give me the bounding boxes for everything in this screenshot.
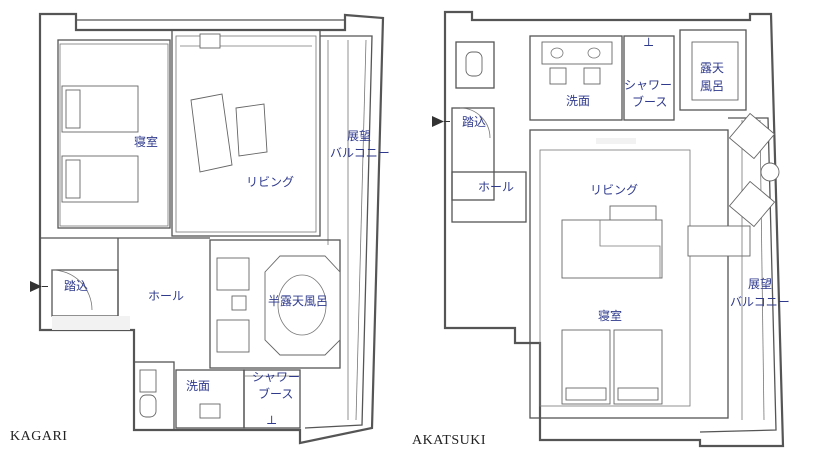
akatsuki-bedroom-label: 寝室 [598,308,622,323]
entrance-arrow-icon [432,116,444,127]
akatsuki-bath-label-2: 風呂 [700,79,724,93]
chair-icon [549,67,567,85]
toilet-icon [465,51,483,77]
faucet-icon: ⊥ [266,413,277,427]
faucet-icon: ⊥ [643,35,654,49]
akatsuki-entrance-label: 踏込 [462,115,486,129]
kagari-bath-label: 半露天風呂 [268,294,328,308]
akatsuki-plan-name: AKATSUKI [412,433,486,448]
akatsuki-hall-label: ホール [478,180,514,194]
akatsuki-plan: ⊥ [432,10,785,448]
kagari-shower-label-2: ブース [258,386,293,401]
kagari-balcony-label-2: バルコニー [330,146,390,160]
kagari-plan: ⊥ [30,12,385,445]
entrance-arrow-icon [30,281,42,292]
bed-icon [61,85,139,203]
akatsuki-shower-label-2: ブース [632,94,667,109]
toilet-icon [139,394,157,418]
bathtub-icon [264,255,341,356]
akatsuki-shower-label-1: シャワー [624,78,672,92]
kagari-outer-wall [38,12,385,445]
kagari-living-label: リビング [246,175,294,189]
bed-icon [561,329,663,405]
kagari-washroom-label: 洗面 [186,379,210,393]
bathtub-icon [691,41,739,101]
kagari-plan-name: KAGARI [10,429,67,444]
akatsuki-bath-label-1: 露天 [700,61,724,75]
chair-icon [216,257,250,291]
kagari-entrance-label: 踏込 [64,279,88,293]
chair-icon [728,112,776,160]
sofa-icon [190,93,233,173]
kagari-shower-label-1: シャワー [252,370,300,384]
akatsuki-balcony-label-1: 展望 [748,277,772,291]
akatsuki-living-label: リビング [590,183,638,197]
akatsuki-balcony-label-2: バルコニー [730,295,790,309]
sofa-icon [561,219,663,279]
akatsuki-outer-wall [443,10,785,448]
sink-icon [199,403,221,419]
kagari-hall-label: ホール [148,289,184,303]
chair-icon [216,319,250,353]
kagari-bedroom-label: 寝室 [134,134,158,149]
kagari-balcony-label-1: 展望 [347,129,371,143]
akatsuki-washroom-label: 洗面 [566,94,590,108]
